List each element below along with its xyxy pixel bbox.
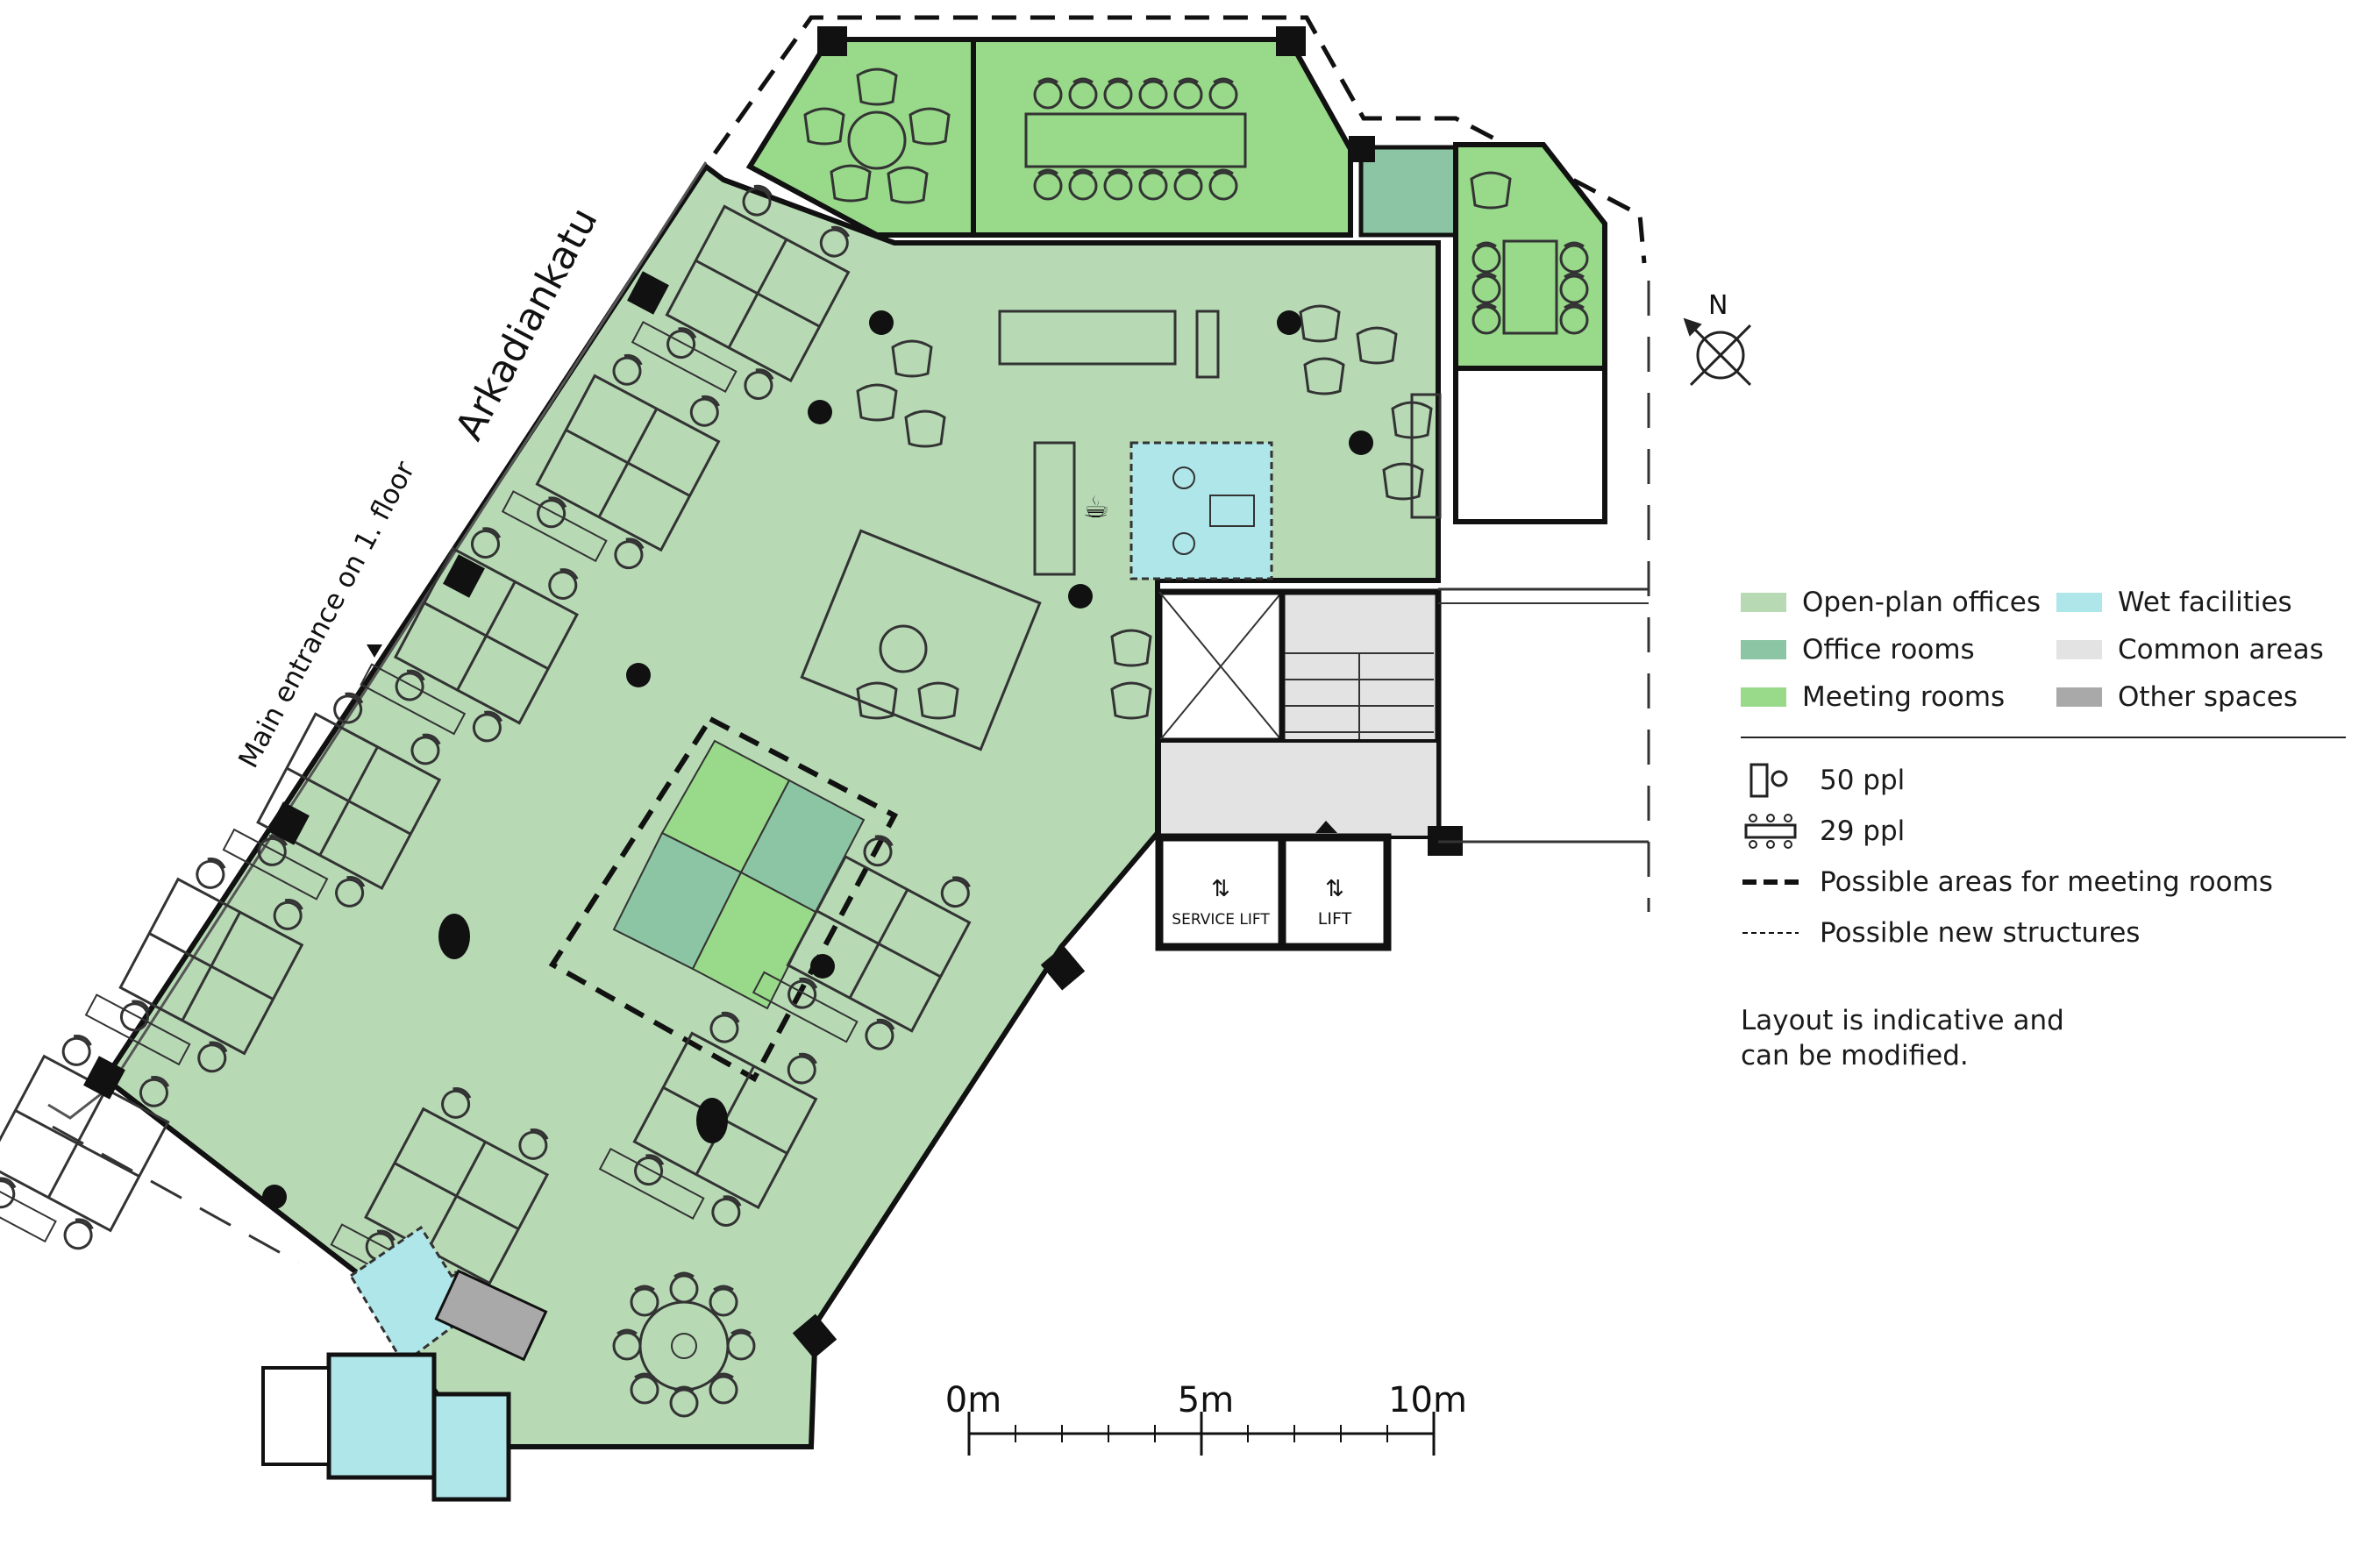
layout-note: Layout is indicative and can be modified…: [1741, 1005, 2064, 1071]
legend-label: 50 ppl: [1820, 765, 1906, 796]
swatch-office-rooms: [1741, 640, 1786, 659]
legend-label: Possible areas for meeting rooms: [1820, 866, 2273, 898]
legend: Open-plan offices Wet facilities Office …: [1741, 586, 2355, 1073]
building-outline-dashed: [712, 15, 1647, 264]
wet-facilities-center: [1129, 441, 1273, 580]
other-space: [434, 1269, 548, 1362]
legend-label: Other spaces: [2118, 681, 2298, 713]
lobby-common-area: [1158, 739, 1440, 839]
swatch-meeting-rooms: [1741, 687, 1786, 707]
legend-label: Office rooms: [1802, 634, 1975, 666]
meeting-room-3: [1453, 142, 1607, 371]
dashed-thick-line-icon: [1742, 879, 1799, 885]
desk-person-icon: [1749, 763, 1788, 798]
legend-line-meeting-areas: Possible areas for meeting rooms: [1741, 863, 2355, 901]
legend-label: Possible new structures: [1820, 917, 2141, 949]
legend-item-meeting-rooms: Meeting rooms: [1741, 680, 2056, 714]
dashed-thin-line-icon: [1742, 932, 1799, 934]
swatch-wet: [2056, 593, 2102, 612]
service-lift-label: SERVICE LIFT: [1172, 911, 1270, 929]
legend-label: Open-plan offices: [1802, 587, 2041, 618]
legend-label: Wet facilities: [2118, 587, 2292, 618]
building-outline-thin: [47, 161, 708, 1120]
wet-facilities-bottom-3: [431, 1392, 511, 1502]
legend-capacity-desks: 50 ppl: [1741, 761, 2355, 800]
legend-label: Common areas: [2118, 634, 2324, 666]
coffee-icon: ☕: [1083, 490, 1109, 525]
office-room-small: [1358, 145, 1458, 238]
lift-label: LIFT: [1318, 909, 1352, 929]
legend-item-office-rooms: Office rooms: [1741, 633, 2056, 666]
north-arrow-icon: [1683, 317, 1752, 387]
lift-arrows-icon: ⇅: [1325, 876, 1344, 902]
meeting-pod-cluster-outline: [548, 715, 899, 1083]
legend-divider: [1741, 737, 2346, 738]
swatch-other: [2056, 687, 2102, 707]
legend-capacity-meeting: 29 ppl: [1741, 812, 2355, 851]
lift: [1278, 833, 1392, 951]
swatch-open-plan: [1741, 593, 1786, 612]
lift-arrows-icon: ⇅: [1211, 876, 1230, 902]
wet-facilities-bottom-2: [326, 1352, 437, 1480]
meeting-room-2: [971, 37, 1353, 238]
north-label: N: [1708, 290, 1728, 321]
legend-item-other: Other spaces: [2056, 680, 2346, 714]
corner-room: [1453, 366, 1607, 524]
scale-tick-label: 0m: [945, 1380, 1001, 1420]
meeting-table-icon: [1744, 814, 1797, 849]
entrance-arrow-icon: [367, 644, 382, 658]
service-lift: [1155, 833, 1286, 951]
legend-item-wet: Wet facilities: [2056, 586, 2346, 619]
legend-label: Meeting rooms: [1802, 681, 2006, 713]
zone-legend: Open-plan offices Wet facilities Office …: [1741, 586, 2355, 714]
structural-columns: [83, 26, 1375, 1455]
scale-bar: 0m 5m 10m: [945, 1380, 1467, 1456]
scale-tick-label: 10m: [1388, 1380, 1467, 1420]
scale-tick-label: 5m: [1178, 1380, 1234, 1420]
legend-item-open-plan: Open-plan offices: [1741, 586, 2056, 619]
swatch-common: [2056, 640, 2102, 659]
legend-line-new-structures: Possible new structures: [1741, 914, 2355, 952]
legend-label: 29 ppl: [1820, 815, 1906, 847]
legend-item-common: Common areas: [2056, 633, 2346, 666]
meeting-pod-4: [691, 871, 817, 1010]
